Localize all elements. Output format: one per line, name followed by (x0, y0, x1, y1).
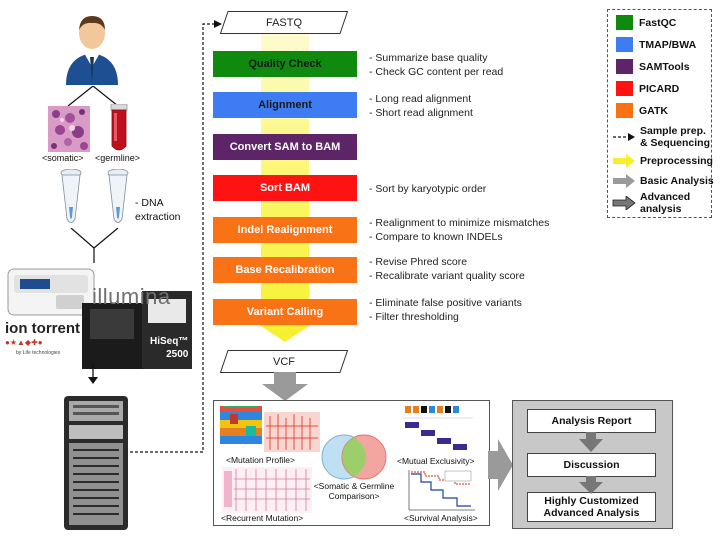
sample-prep-dashed-arrow (130, 20, 222, 453)
hiseq-sequencer (82, 291, 192, 369)
notes-variant-calling: Eliminate false positive variants Filter… (369, 296, 521, 324)
computer-tower-icon (64, 396, 128, 530)
sample-split-lines (67, 86, 119, 107)
germline-blood-tube (110, 104, 128, 151)
custom-analysis-box: Highly Customized Advanced Analysis (527, 492, 656, 522)
dashed-arrow-icon (613, 133, 635, 141)
step-quality-check: Quality Check (213, 51, 357, 77)
step-base-recalibration: Base Recalibration (213, 257, 357, 283)
analysis-report-box: Analysis Report (527, 409, 656, 433)
yellow-arrow-icon (613, 154, 635, 168)
step-sort-bam: Sort BAM (213, 175, 357, 201)
somatic-label: <somatic> (42, 153, 84, 163)
somatic-tissue-image (48, 106, 90, 152)
legend-item-fastqc: FastQC (616, 15, 676, 30)
ion-torrent-sequencer (7, 268, 95, 316)
survival-analysis-label: <Survival Analysis> (404, 513, 478, 523)
ion-torrent-logo: ion torrent (5, 320, 80, 337)
illumina-logo: illumina (92, 284, 171, 309)
dark-arrow-icon (612, 196, 636, 210)
dna-tube-germline (107, 169, 129, 223)
ion-torrent-symbols: ●★▲◆✚● (5, 338, 43, 347)
legend-arrow-basic-analysis: Basic Analysis (612, 174, 714, 188)
notes-quality-check: Summarize base quality Check GC content … (369, 51, 503, 79)
germline-label: <germline> (95, 153, 141, 163)
survival-analysis-plot (408, 470, 475, 511)
vcf-output: VCF (220, 350, 348, 373)
step-alignment: Alignment (213, 92, 357, 118)
notes-alignment: Long read alignment Short read alignment (369, 92, 472, 120)
recurrent-mutation-plot (222, 467, 312, 513)
mutation-profile-heatmap (220, 406, 320, 452)
step-indel-realignment: Indel Realignment (213, 217, 357, 243)
venn-diagram (321, 434, 387, 480)
recurrent-mutation-label: <Recurrent Mutation> (221, 513, 304, 523)
hiseq-model-label: HiSeq™ 2500 (150, 336, 189, 360)
advanced-analysis-arrow-right (488, 439, 513, 491)
legend-item-picard: PICARD (616, 81, 679, 96)
step-variant-calling: Variant Calling (213, 299, 357, 325)
legend-arrow-preprocessing: Preprocessing (612, 154, 713, 168)
basic-analysis-arrow-down (262, 372, 308, 401)
notes-sort-bam: Sort by karyotypic order (369, 182, 486, 196)
dna-extraction-note: - DNA extraction (135, 197, 181, 223)
legend-arrow-sample-prep: Sample prep.& Sequencing (612, 125, 710, 149)
ion-torrent-sub: by Life technologies (16, 350, 61, 356)
patient-icon (66, 16, 118, 85)
legend-item-samtools: SAMTools (616, 59, 690, 74)
notes-base-recalibration: Revise Phred score Recalibrate variant q… (369, 255, 524, 283)
sequencer-to-computer-arrow (88, 363, 98, 384)
fastq-label: FASTQ (265, 16, 303, 29)
dna-tube-somatic (60, 169, 82, 223)
advanced-arrows (579, 432, 603, 494)
venn-label: <Somatic & Germline Comparison> (313, 481, 395, 501)
mutation-profile-label: <Mutation Profile> (226, 455, 295, 465)
mutual-exclusivity-plot (403, 406, 473, 450)
legend-item-gatk: GATK (616, 103, 668, 118)
notes-indel-realignment: Realignment to minimize mismatches Compa… (369, 216, 549, 244)
gray-arrow-icon (613, 174, 635, 188)
legend-item-tmap-bwa: TMAP/BWA (616, 37, 696, 52)
step-convert-sam-to-bam: Convert SAM to BAM (213, 134, 357, 160)
tube-join-lines (70, 228, 119, 263)
vcf-label: VCF (273, 355, 295, 368)
fastq-input: FASTQ (220, 11, 348, 34)
mutual-exclusivity-label: <Mutual Exclusivity> (397, 456, 475, 466)
